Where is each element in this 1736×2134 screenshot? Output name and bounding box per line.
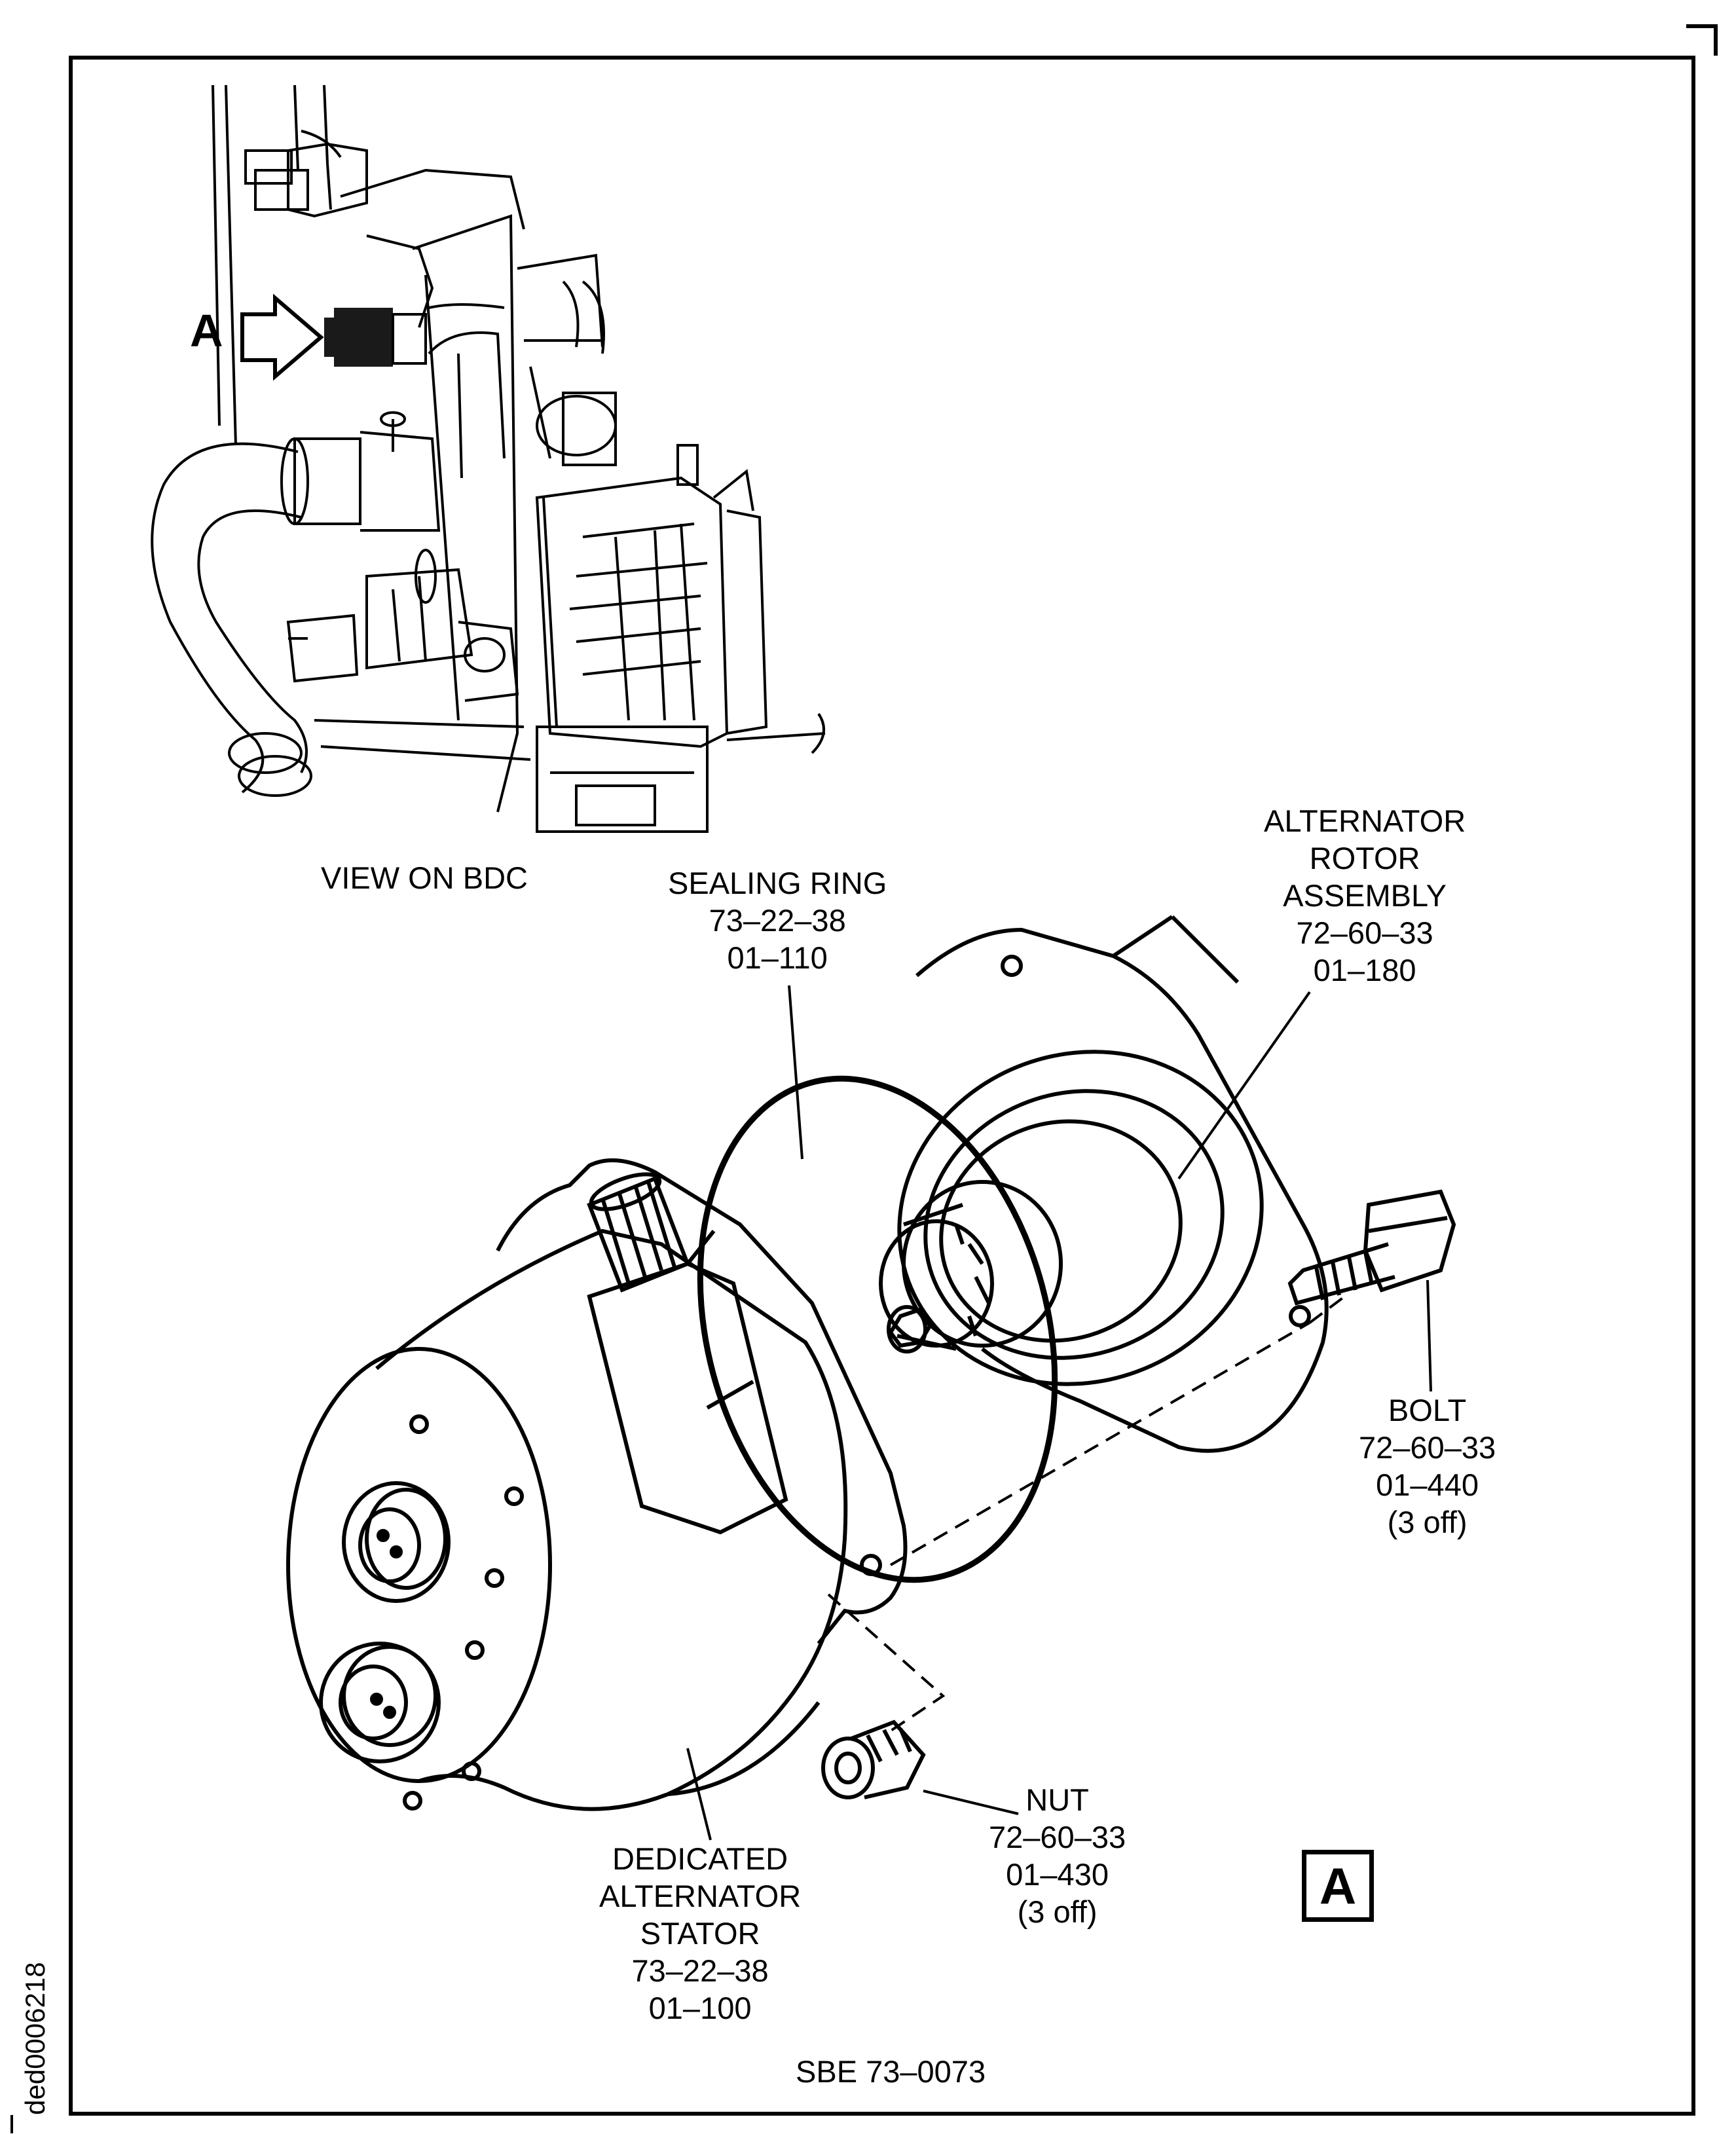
rotor-name-2: ROTOR <box>1309 841 1420 875</box>
highlighted-connector <box>324 308 427 367</box>
bolt-part <box>1287 1189 1456 1306</box>
sealing-ring-name: SEALING RING <box>668 866 887 900</box>
sealing-ring-label: SEALING RING 73–22–38 01–110 <box>668 864 887 976</box>
figure-reference: SBE 73–0073 <box>796 2053 986 2090</box>
rotor-name-3: ASSEMBLY <box>1283 878 1447 913</box>
figure-frame <box>69 56 1695 2116</box>
nut-label: NUT 72–60–33 01–430 (3 off) <box>989 1781 1126 1930</box>
assembly-lines <box>827 1292 1350 1737</box>
bolt-qty: (3 off) <box>1387 1505 1468 1539</box>
stator-name-1: DEDICATED <box>612 1841 788 1876</box>
rotor-assembly <box>879 915 1329 1453</box>
view-caption-text: VIEW ON BDC <box>321 860 528 895</box>
stator-name-2: ALTERNATOR <box>599 1879 802 1913</box>
stator-item: 01–100 <box>648 1991 752 2025</box>
detail-reference-box: A <box>1302 1850 1374 1922</box>
rotor-ref: 72–60–33 <box>1296 915 1433 950</box>
leader-lines <box>686 985 1432 1841</box>
rotor-item: 01–180 <box>1313 953 1416 987</box>
corner-mark <box>1686 24 1718 56</box>
engine-view <box>151 84 826 833</box>
figure-reference-text: SBE 73–0073 <box>796 2054 986 2089</box>
drawing-code: ded0006218 <box>20 1962 50 2115</box>
nut-part <box>821 1720 926 1799</box>
nut-ref: 72–60–33 <box>989 1820 1126 1854</box>
stator-body <box>286 1158 908 1811</box>
sealing-ring <box>697 1075 1058 1583</box>
nut-qty: (3 off) <box>1017 1894 1098 1929</box>
view-arrow-icon <box>240 293 324 381</box>
bolt-item: 01–440 <box>1376 1467 1479 1502</box>
view-caption: VIEW ON BDC <box>321 859 528 896</box>
nut-name: NUT <box>1025 1782 1089 1817</box>
nut-item: 01–430 <box>1006 1857 1109 1892</box>
sealing-ring-ref: 73–22–38 <box>709 903 846 938</box>
view-arrow-label: A <box>190 305 223 356</box>
rotor-label: ALTERNATOR ROTOR ASSEMBLY 72–60–33 01–18… <box>1264 802 1466 989</box>
sealing-ring-item: 01–110 <box>727 940 828 975</box>
bolt-ref: 72–60–33 <box>1359 1430 1496 1465</box>
bolt-name: BOLT <box>1388 1393 1467 1427</box>
stator-name-3: STATOR <box>640 1916 760 1951</box>
bolt-label: BOLT 72–60–33 01–440 (3 off) <box>1359 1391 1496 1541</box>
rotor-name-1: ALTERNATOR <box>1264 803 1466 838</box>
stator-ref: 73–22–38 <box>631 1953 769 1988</box>
stator-label: DEDICATED ALTERNATOR STATOR 73–22–38 01–… <box>599 1840 801 2027</box>
